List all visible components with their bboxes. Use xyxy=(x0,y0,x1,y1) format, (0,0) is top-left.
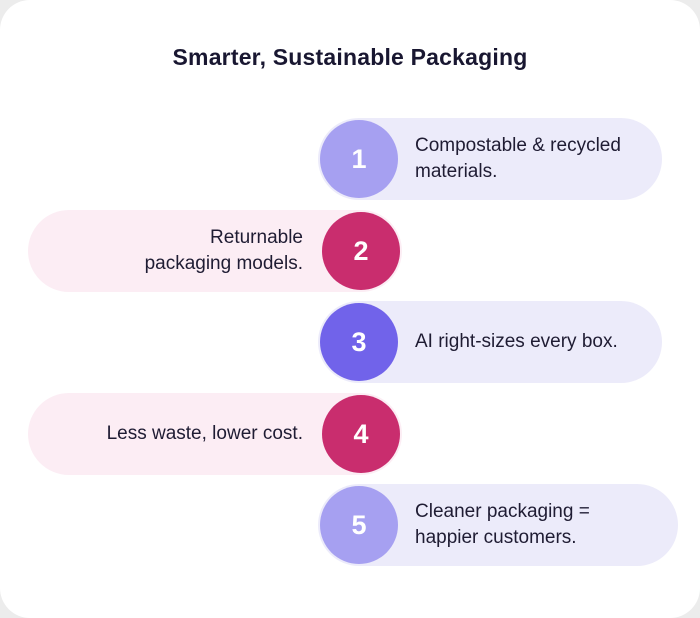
step-1-number-badge: 1 xyxy=(320,120,398,198)
step-row-3: 3 AI right-sizes every box. xyxy=(318,301,662,383)
step-3-text: AI right-sizes every box. xyxy=(415,331,618,353)
step-row-2: Returnable packaging models. 2 xyxy=(28,210,402,292)
step-2-number: 2 xyxy=(353,235,369,266)
step-2-number-badge: 2 xyxy=(322,212,400,290)
step-1-text: Compostable & recycled materials. xyxy=(415,135,621,182)
step-5-text: Cleaner packaging = happier customers. xyxy=(415,501,590,548)
step-4-number-badge: 4 xyxy=(322,395,400,473)
step-row-5: 5 Cleaner packaging = happier customers. xyxy=(318,484,678,566)
step-5-number-badge: 5 xyxy=(320,486,398,564)
step-4-number: 4 xyxy=(353,418,369,449)
step-3-number: 3 xyxy=(351,326,367,357)
step-1-number: 1 xyxy=(351,143,367,174)
page-title: Smarter, Sustainable Packaging xyxy=(172,44,528,70)
step-4-text: Less waste, lower cost. xyxy=(106,423,303,445)
step-2-text: Returnable packaging models. xyxy=(144,227,303,274)
step-row-4: Less waste, lower cost. 4 xyxy=(28,393,402,475)
step-row-1: 1 Compostable & recycled materials. xyxy=(318,118,662,200)
step-5-number: 5 xyxy=(351,509,367,540)
step-3-number-badge: 3 xyxy=(320,303,398,381)
